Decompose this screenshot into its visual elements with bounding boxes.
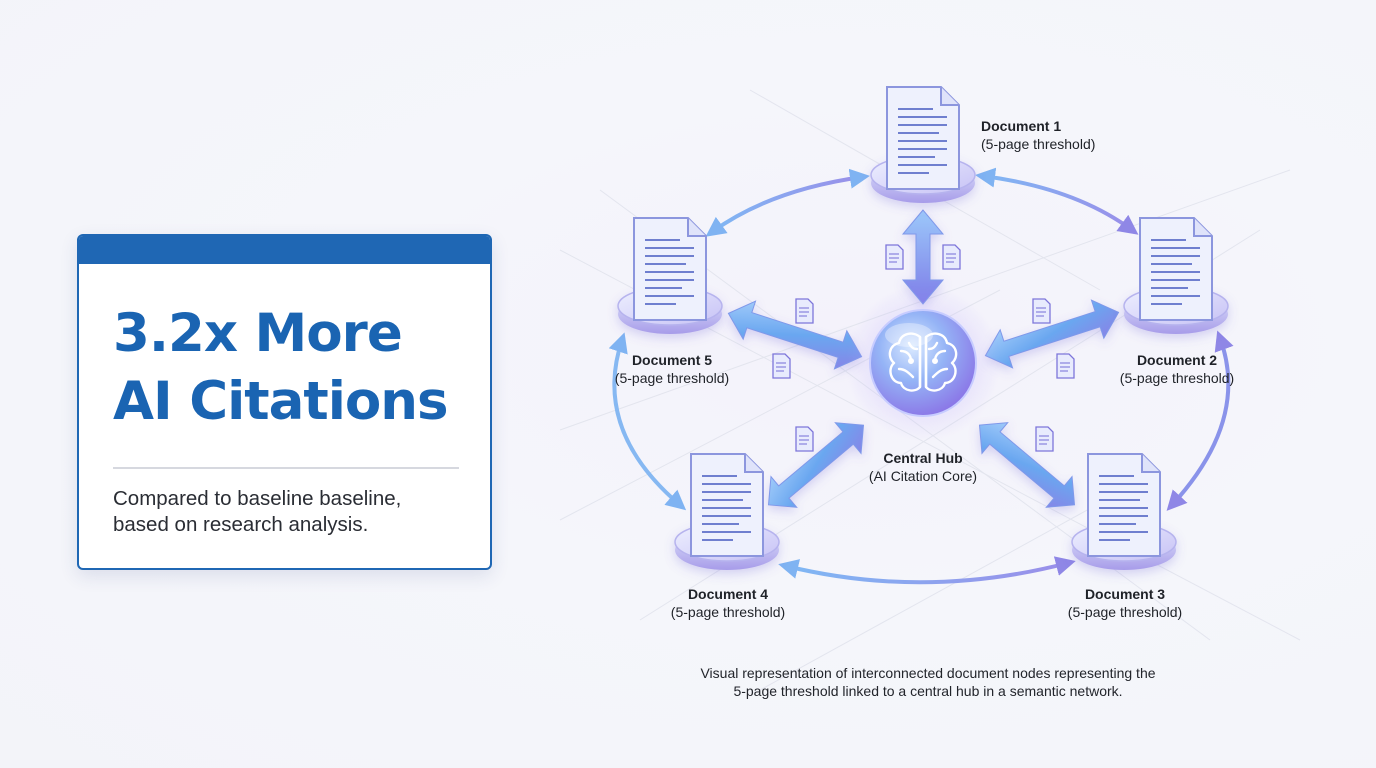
ring-arrow-doc4-doc3 — [778, 556, 1076, 585]
small-document-icon — [795, 298, 814, 324]
document-icon — [886, 86, 960, 190]
document-icon — [1087, 453, 1161, 557]
stat-caption: Compared to baseline baseline, based on … — [113, 486, 473, 538]
small-document-icon — [1032, 298, 1051, 324]
document-3-subtitle: (5-page threshold) — [1068, 604, 1182, 620]
document-icon — [690, 453, 764, 557]
brain-icon — [888, 332, 958, 392]
figure-caption-line2: 5-page threshold linked to a central hub… — [733, 683, 1123, 699]
document-2-title: Document 2 — [1137, 352, 1217, 368]
stat-headline: 3.2x More AI Citations — [113, 300, 483, 436]
small-document-icon — [1056, 353, 1075, 379]
document-node-4 — [674, 453, 780, 570]
document-icon — [633, 217, 707, 321]
document-2-subtitle: (5-page threshold) — [1120, 370, 1234, 386]
hub-connections — [727, 209, 1120, 508]
ring-arrow-doc1-doc2 — [975, 167, 1139, 235]
document-node-3 — [1071, 453, 1177, 570]
stat-card: 3.2x More AI Citations Compared to basel… — [77, 234, 492, 570]
hub-arrow-doc2 — [984, 299, 1120, 369]
figure-caption-line1: Visual representation of interconnected … — [700, 665, 1156, 681]
small-document-icon — [772, 353, 791, 379]
document-5-title: Document 5 — [632, 352, 712, 368]
ring-arrow-doc5-doc4 — [608, 332, 687, 511]
hub-title: Central Hub — [883, 450, 962, 466]
ring-arrow-doc1-doc5 — [705, 168, 870, 237]
hub-arrow-doc4 — [767, 422, 865, 508]
floating-document-icons — [772, 244, 1075, 452]
document-5-subtitle: (5-page threshold) — [615, 370, 729, 386]
document-3-title: Document 3 — [1085, 586, 1165, 602]
stat-card-header-bar — [79, 236, 490, 264]
document-1-title: Document 1 — [981, 118, 1061, 134]
hub-subtitle: (AI Citation Core) — [869, 468, 977, 484]
stat-caption-line1: Compared to baseline baseline, — [113, 487, 402, 510]
small-document-icon — [1035, 426, 1054, 452]
diagram-labels: Document 1 (5-page threshold) Document 5… — [615, 118, 1234, 620]
stat-headline-line2: AI Citations — [113, 371, 449, 432]
central-hub — [845, 285, 1001, 441]
stat-headline-line1: 3.2x More — [113, 303, 403, 364]
document-1-subtitle: (5-page threshold) — [981, 136, 1095, 152]
hub-arrow-doc3 — [978, 422, 1076, 508]
figure-caption: Visual representation of interconnected … — [628, 664, 1228, 700]
document-4-subtitle: (5-page threshold) — [671, 604, 785, 620]
document-node-5 — [617, 217, 723, 334]
small-document-icon — [885, 244, 904, 270]
document-node-1 — [870, 86, 976, 203]
small-document-icon — [795, 426, 814, 452]
document-4-title: Document 4 — [688, 586, 768, 602]
document-icon — [1139, 217, 1213, 321]
ring-connections — [608, 167, 1234, 585]
document-node-2 — [1123, 217, 1229, 334]
stat-divider — [113, 467, 459, 469]
small-document-icon — [942, 244, 961, 270]
stat-caption-line2: based on research analysis. — [113, 513, 369, 536]
ring-arrow-doc2-doc3 — [1166, 330, 1234, 511]
hub-sphere — [869, 309, 977, 417]
